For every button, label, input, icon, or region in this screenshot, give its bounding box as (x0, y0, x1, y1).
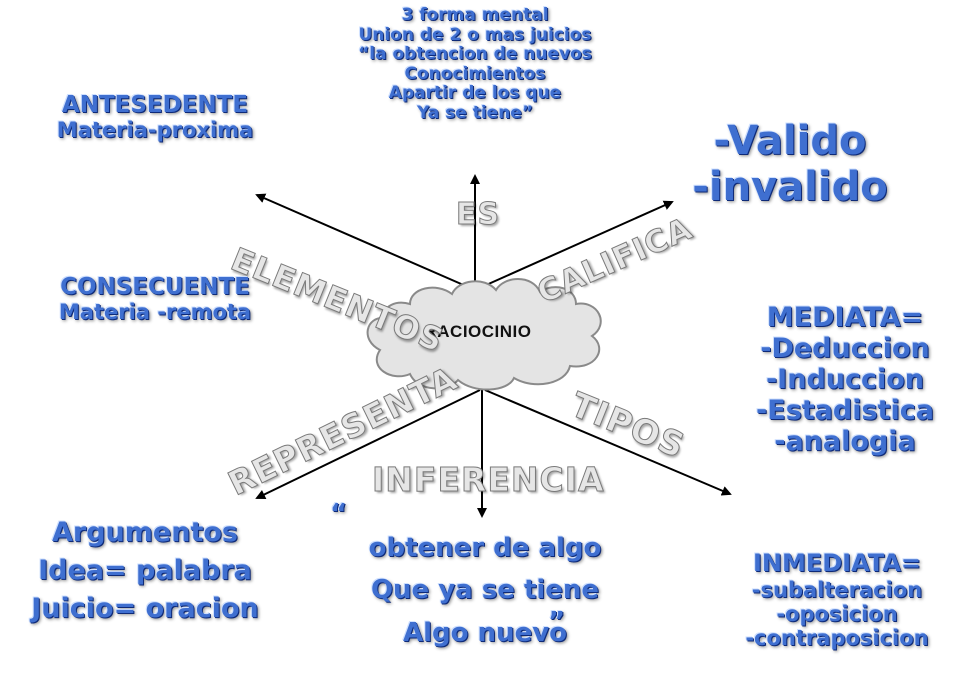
consecuente-block: CONSECUENTE Materia -remota (30, 274, 280, 325)
center-label: RACIOCINIO (424, 322, 532, 341)
mediata-item: -Estadistica (756, 395, 934, 427)
inferencia-block: obtener de algo Que ya se tiene Algo nue… (340, 528, 630, 655)
arrow-lower-right (484, 389, 732, 496)
representa-block: Argumentos Idea= palabra Juicio= oracion (20, 514, 270, 627)
antecedente-title: ANTESEDENTE (61, 92, 249, 118)
arrow-upper-left (255, 193, 476, 291)
mediata-item: -analogia (774, 426, 916, 458)
inferencia-line: Que ya se tiene (370, 574, 600, 605)
definition-line: 3 forma mental (401, 5, 549, 25)
definition-line: Union de 2 o mas juicios (358, 24, 592, 45)
mediata-title: MEDIATA= (766, 302, 924, 333)
definition-line: Apartir de los que (388, 83, 562, 104)
inmediata-title: INMEDIATA= (752, 549, 922, 577)
inmediata-block: INMEDIATA= -subalteracion -oposicion -co… (722, 549, 952, 650)
inmediata-item: -subalteracion (751, 577, 923, 602)
inmediata-item: -oposicion (776, 601, 898, 626)
antecedente-subtitle: Materia-proxima (56, 118, 254, 143)
antecedente-block: ANTESEDENTE Materia-proxima (30, 92, 280, 143)
invalido-label: -invalido (692, 164, 888, 210)
definition-block: 3 forma mental Union de 2 o mas juicios … (330, 5, 620, 123)
mediata-item: -Induccion (765, 364, 925, 396)
consecuente-title: CONSECUENTE (60, 274, 250, 300)
representa-line: Argumentos (52, 517, 238, 548)
definition-line: Ya se tiene” (417, 102, 533, 123)
inferencia-open-quote: “ (330, 499, 348, 529)
definition-line: “la obtencion de nuevos (358, 44, 592, 65)
inferencia-close-quote: ” (548, 607, 566, 637)
inferencia-line: Algo nuevo (402, 618, 568, 649)
representa-line: Juicio= oracion (31, 592, 259, 624)
definition-line: Conocimientos (404, 63, 546, 84)
representa-line: Idea= palabra (38, 554, 252, 586)
arrow-upper-right (474, 200, 674, 291)
inmediata-item: -contraposicion (745, 625, 929, 650)
inferencia-line: obtener de algo (368, 533, 602, 563)
mediata-block: MEDIATA= -Deduccion -Induccion -Estadist… (740, 302, 950, 457)
califica-block: -Valido -invalido (690, 118, 890, 210)
consecuente-subtitle: Materia -remota (58, 300, 252, 325)
valido-label: -Valido (713, 118, 867, 164)
branch-label-inferencia: INFERENCIA (372, 460, 605, 500)
branch-label-es: ES (455, 197, 501, 233)
mediata-item: -Deduccion (760, 333, 930, 365)
cloud-shape (366, 278, 602, 391)
arrow-lower-left (255, 389, 481, 500)
